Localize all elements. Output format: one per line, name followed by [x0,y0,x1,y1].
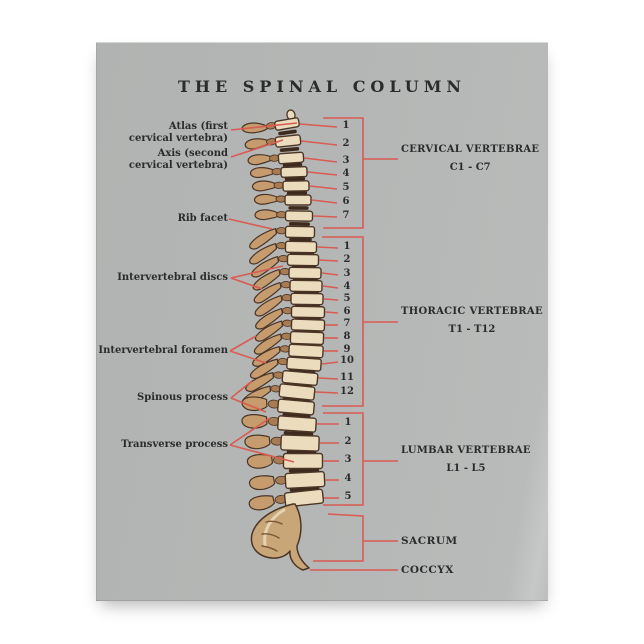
vertebra-number-thoracic-5: 5 [343,293,351,304]
vertebra-number-thoracic-1: 1 [343,241,351,252]
leader-cervical-2 [301,140,338,146]
label-transverse-process: Transverse process [121,439,228,450]
vertebra-number-thoracic-3: 3 [343,268,351,279]
vertebra-number-lumbar-4: 4 [344,473,352,484]
poster-title: THE SPINAL COLUMN [177,77,467,96]
bracket-sacrum [313,513,398,562]
leader-discs [230,265,284,290]
leader-cervical-4 [307,171,338,176]
bracket-cervical [323,117,398,229]
leader-atlas [230,122,298,131]
section-cervical-name: CERVICAL VERTEBRAE [401,144,540,155]
leader-thoracic-10 [321,361,339,365]
callout-lines [228,117,398,571]
label-rib-facet: Rib facet [177,213,228,224]
vertebra-number-thoracic-7: 7 [343,318,351,329]
vertebra-number-cervical-7: 7 [342,210,350,221]
vertebra-number-cervical-1: 1 [342,120,350,131]
vertebra-number-thoracic-12: 12 [340,386,354,397]
vertebra-number-thoracic-4: 4 [343,281,351,292]
bracket-thoracic [322,236,398,407]
section-sacrum: SACRUM [401,535,458,547]
vertebra-number-thoracic-2: 2 [343,254,351,265]
leader-foramen [229,335,267,364]
label-axis: Axis (second cervical vertebra) [129,148,228,172]
leader-thoracic-6 [325,311,339,314]
vertebra-number-thoracic-8: 8 [343,331,351,342]
section-lumbar-range: L1 - L5 [446,463,486,474]
section-lumbar: LUMBAR VERTEBRAE L1 - L5 [401,444,531,475]
label-axis-line1: Axis (second [157,148,228,159]
leader-thoracic-1 [317,246,339,249]
label-intervertebral-foramen: Intervertebral foramen [98,345,228,356]
vertebra-number-lumbar-1: 1 [344,417,352,428]
section-cervical: CERVICAL VERTEBRAE C1 - C7 [401,143,539,174]
vertebra-number-cervical-4: 4 [342,168,350,179]
section-cervical-range: C1 - C7 [449,162,491,173]
leader-cervical-7 [313,215,338,218]
vertebra-number-cervical-2: 2 [342,138,350,149]
vertebra-number-lumbar-3: 3 [344,454,352,465]
vertebra-number-thoracic-9: 9 [343,344,351,355]
leader-thoracic-5 [323,298,339,301]
vertebra-number-thoracic-11: 11 [340,372,354,383]
vertebra-number-cervical-6: 6 [342,196,350,207]
section-thoracic-name: THORACIC VERTEBRAE [401,306,543,317]
vertebra-number-lumbar-5: 5 [344,491,352,502]
leader-cervical-5 [309,185,338,190]
leader-thoracic-12 [315,391,339,394]
bracket-lumbar [323,412,398,506]
section-thoracic: THORACIC VERTEBRAE T1 - T12 [401,305,543,336]
label-axis-line2: cervical vertebra) [128,160,228,171]
section-thoracic-range: T1 - T12 [448,324,496,335]
leader-thoracic-11 [318,377,339,380]
label-atlas: Atlas (first cervical vertebra) [129,121,228,145]
vertebra-number-lumbar-2: 2 [344,436,352,447]
vertebra-number-thoracic-10: 10 [340,355,354,366]
leader-cervical-3 [304,157,338,163]
vertebra-number-cervical-3: 3 [342,155,350,166]
label-intervertebral-discs: Intervertebral discs [117,272,228,283]
leader-thoracic-4 [322,285,339,289]
leader-thoracic-2 [319,259,339,262]
leader-rib-facet [228,218,273,230]
leader-transverse [229,417,295,463]
leader-thoracic-3 [321,272,339,276]
section-lumbar-name: LUMBAR VERTEBRAE [401,445,531,456]
label-spinous-process: Spinous process [137,392,228,403]
label-atlas-line1: Atlas (first [168,121,228,132]
leader-cervical-6 [311,199,338,204]
leader-axis [230,139,284,158]
vertebra-number-thoracic-6: 6 [343,306,351,317]
section-coccyx: COCCYX [401,564,454,576]
spine-bones [241,109,326,571]
leader-cervical-1 [299,123,338,128]
sacrum-bone [250,503,310,571]
leader-spinous [230,380,267,413]
label-atlas-line2: cervical vertebra) [128,133,228,144]
vertebra-number-cervical-5: 5 [342,182,350,193]
